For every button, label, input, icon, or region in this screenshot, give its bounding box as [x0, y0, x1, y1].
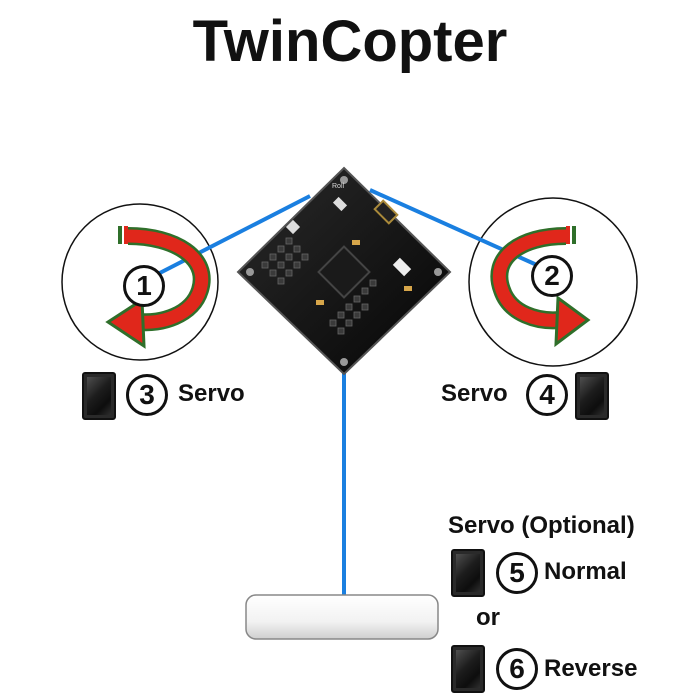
- servo-6-icon: [451, 645, 485, 693]
- servo-5-icon: [451, 549, 485, 597]
- motor-2-number: 2: [531, 255, 573, 297]
- servo-6-label: Reverse: [544, 655, 638, 682]
- servo-5-label: Normal: [544, 558, 627, 585]
- servo-3-icon: [82, 372, 116, 420]
- diagram-title: TwinCopter: [192, 9, 508, 74]
- left-rotation-arrow: [105, 226, 211, 349]
- optional-servo-heading: Servo (Optional): [448, 512, 635, 539]
- servo-4-number: 4: [526, 374, 568, 416]
- board-silkscreen-roll: Roll: [332, 183, 345, 190]
- tail-boom: [245, 594, 439, 640]
- servo-4-label: Servo: [441, 380, 508, 407]
- servo-4-icon: [575, 372, 609, 420]
- motor-1-number: 1: [123, 265, 165, 307]
- left-motor-wire: [149, 194, 311, 280]
- right-rotation-arrow: [490, 226, 591, 348]
- servo-3-number: 3: [126, 374, 168, 416]
- flight-controller-board: Roll: [236, 166, 452, 376]
- servo-6-number: 6: [496, 648, 538, 690]
- or-label: or: [476, 604, 500, 631]
- servo-5-number: 5: [496, 552, 538, 594]
- servo-3-label: Servo: [178, 380, 245, 407]
